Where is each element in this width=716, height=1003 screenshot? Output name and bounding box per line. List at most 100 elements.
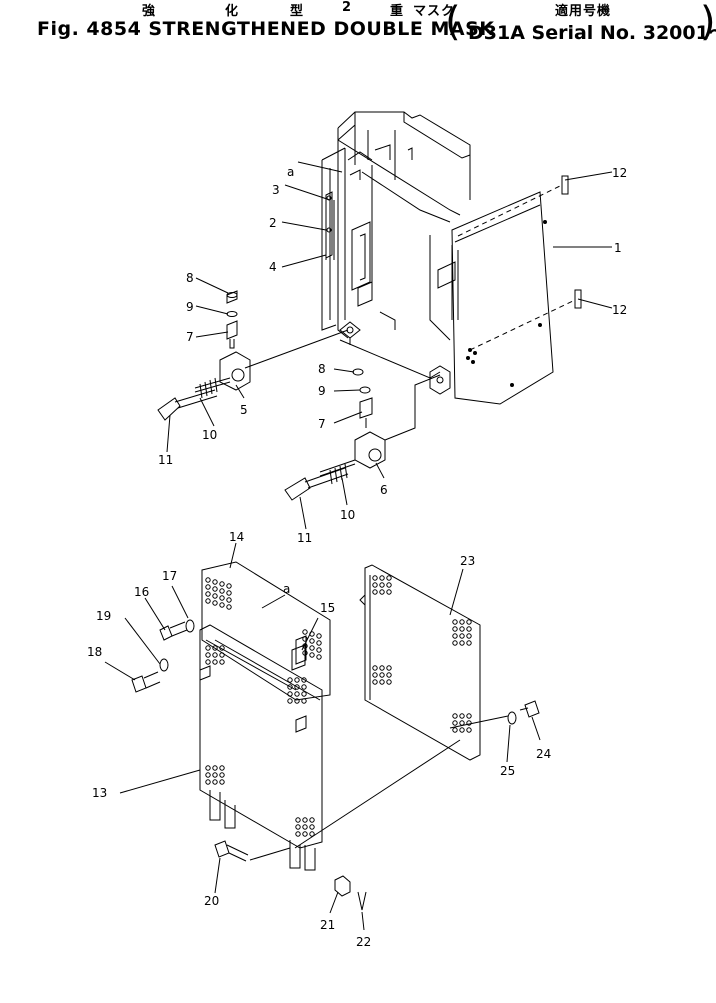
hole-mark: [386, 589, 392, 595]
open-paren-glyph: (: [445, 0, 461, 45]
jp-applicable-model: 適用号機: [555, 4, 612, 19]
hole-mark: [205, 591, 211, 597]
hole-mark: [219, 588, 225, 594]
hole-mark: [212, 659, 218, 665]
hole-mark: [379, 679, 385, 685]
hole-mark: [466, 640, 472, 646]
hole-mark: [452, 626, 458, 632]
hole-mark: [459, 640, 465, 646]
hole-mark: [301, 691, 307, 697]
callout-8-centre: 8: [318, 362, 326, 376]
hole-mark: [309, 817, 315, 823]
hole-mark: [212, 600, 218, 606]
hole-mark: [212, 765, 218, 771]
hole-mark: [219, 772, 225, 778]
jp-title-char-1: 強: [142, 4, 157, 19]
hole-mark: [287, 677, 293, 683]
hole-mark: [459, 619, 465, 625]
washer-17: [185, 619, 195, 633]
hole-mark: [219, 659, 225, 665]
callout-20: 20: [204, 894, 219, 908]
hole-mark: [386, 672, 392, 678]
hole-mark: [205, 584, 211, 590]
hole-mark: [452, 727, 458, 733]
callout-13: 13: [92, 786, 107, 800]
hole-mark: [372, 672, 378, 678]
hole-mark: [386, 665, 392, 671]
bracket-15: [291, 644, 306, 671]
hole-mark: [466, 713, 472, 719]
nut-21: [334, 875, 351, 897]
hole-mark: [309, 824, 315, 830]
callout-a-top: a: [287, 165, 294, 179]
hole-mark: [466, 619, 472, 625]
hole-mark: [452, 713, 458, 719]
hole-mark: [316, 633, 322, 639]
callout-11-left: 11: [158, 453, 173, 467]
mask-frame: [321, 111, 471, 395]
hole-mark: [212, 645, 218, 651]
pin-lower: [574, 289, 582, 309]
callout-2: 2: [269, 216, 277, 230]
hole-mark: [386, 575, 392, 581]
hole-mark: [219, 779, 225, 785]
hole-mark: [372, 589, 378, 595]
hole-mark: [372, 582, 378, 588]
hole-mark: [466, 720, 472, 726]
hole-mark: [212, 579, 218, 585]
callout-9-centre: 9: [318, 384, 326, 398]
hole-mark: [295, 831, 301, 837]
hole-mark: [205, 772, 211, 778]
latch-assembly-centre: [284, 368, 441, 501]
hole-mark: [226, 590, 232, 596]
hole-mark: [372, 575, 378, 581]
jp-title-char-3: 型: [290, 4, 305, 19]
hole-mark: [452, 720, 458, 726]
hole-mark: [302, 824, 308, 830]
callout-21: 21: [320, 918, 335, 932]
callout-17: 17: [162, 569, 177, 583]
callout-25: 25: [500, 764, 515, 778]
callout-1: 1: [614, 241, 622, 255]
hole-mark: [205, 598, 211, 604]
hole-mark: [219, 581, 225, 587]
hole-mark: [372, 679, 378, 685]
hole-mark: [287, 698, 293, 704]
washer-25: [507, 711, 517, 725]
holes-lower-plate: [205, 645, 315, 837]
callout-4: 4: [269, 260, 277, 274]
callout-7-centre: 7: [318, 417, 326, 431]
hole-mark: [219, 765, 225, 771]
callout-16: 16: [134, 585, 149, 599]
jp-title-char-6: マスク: [413, 4, 456, 19]
hole-mark: [466, 633, 472, 639]
hole-mark: [452, 619, 458, 625]
callout-12-lower: 12: [612, 303, 627, 317]
hole-mark: [212, 772, 218, 778]
hole-mark: [205, 645, 211, 651]
hole-mark: [309, 645, 315, 651]
hole-mark: [226, 583, 232, 589]
hole-mark: [301, 677, 307, 683]
jp-title-char-2: 化: [225, 4, 240, 19]
jp-title-char-4: 2: [342, 0, 353, 15]
hole-mark: [302, 629, 308, 635]
hole-mark: [219, 652, 225, 658]
callout-8-left: 8: [186, 271, 194, 285]
hole-mark: [301, 684, 307, 690]
hole-mark: [459, 633, 465, 639]
hole-mark: [459, 720, 465, 726]
hole-mark: [212, 586, 218, 592]
hole-mark: [219, 602, 225, 608]
hole-mark: [294, 677, 300, 683]
hole-mark: [459, 626, 465, 632]
callout-labels: a 3 2 4 1 12 12 8 9 7 5 10 11 8 9 7 6 10…: [87, 165, 627, 949]
latch-assembly-left: [157, 290, 349, 421]
hanger-assembly-left: [325, 191, 333, 259]
callout-a-mid: a: [283, 582, 290, 596]
dashed-reference-lines: [457, 184, 576, 351]
washer-19: [159, 658, 169, 672]
callout-11-centre: 11: [297, 531, 312, 545]
figure-header: 強 化 型 2 重 マスク 適用号機 Fig. 4854 STRENGTHENE…: [0, 0, 716, 48]
